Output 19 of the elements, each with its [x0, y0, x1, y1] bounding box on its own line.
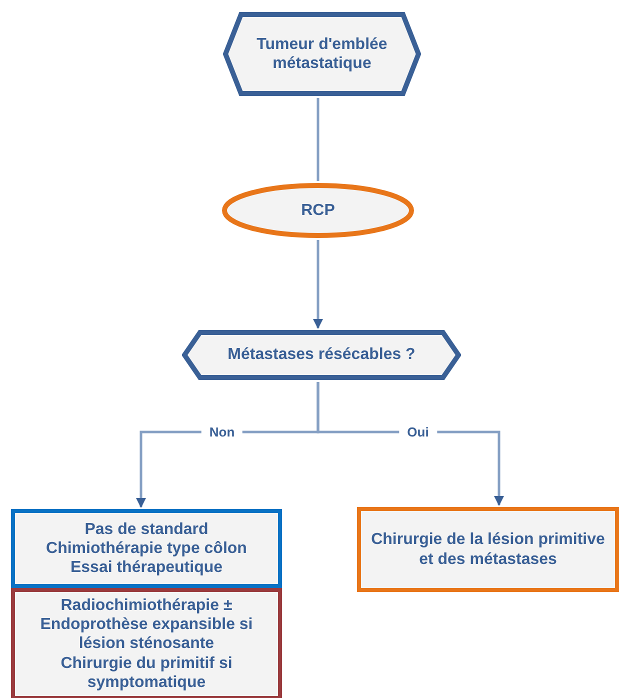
surgery-box [357, 507, 619, 592]
node-text: Essai thérapeutique [70, 558, 223, 578]
node-text: Pas de standard [84, 520, 208, 539]
treatment-box [11, 509, 282, 588]
connector-arrow [313, 240, 323, 329]
node-text: Chimiothérapie type côlon [46, 538, 247, 558]
node-text: Chirurgie du primitif si symptomatique [60, 654, 234, 692]
node-text: Endoprothèse expansible si lésion sténosante [39, 615, 254, 654]
meeting-ellipse [222, 183, 414, 238]
start-hexagon [223, 12, 421, 96]
edge-label: Non [201, 426, 243, 438]
palliative-box [11, 588, 282, 698]
node-text: Radiochimiothérapie ± [60, 596, 232, 616]
node-text: Chirurgie de la lésion primitive et des métastases [370, 530, 606, 569]
edge-label: Oui [399, 426, 437, 438]
node-text: RCP [301, 200, 335, 220]
node-text: Métastases résécables ? [228, 345, 416, 365]
node-text: Tumeur d'emblée métastatique [256, 34, 388, 74]
decision-hexagon [182, 330, 461, 380]
